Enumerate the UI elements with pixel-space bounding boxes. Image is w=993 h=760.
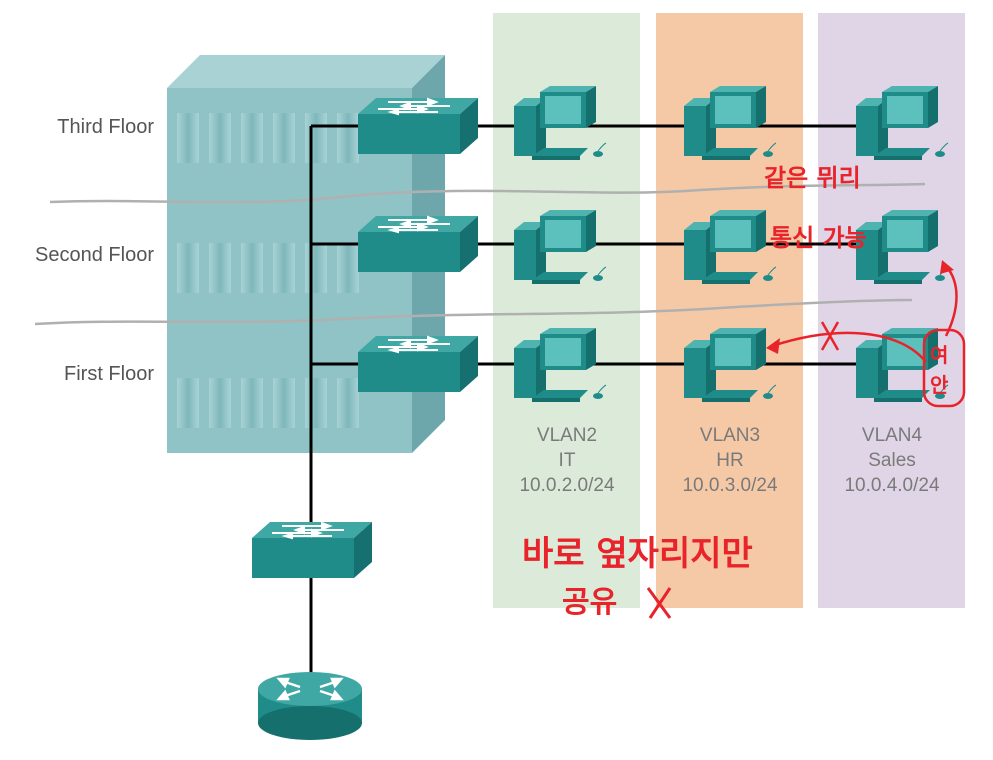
floor-divider-upper [49, 182, 926, 204]
annotation-blocked-side1: 여 [930, 343, 948, 367]
vlan-dept-it: IT [559, 450, 576, 471]
annotation-bottom-line2: 공유 [562, 585, 617, 620]
annotation-arrow-to-hr [771, 331, 927, 363]
floor-label-second: Second Floor [35, 244, 154, 266]
switch-second-floor [357, 215, 479, 273]
annotation-blocked-side2: 안 [930, 373, 949, 397]
switch-distribution [251, 521, 373, 579]
router [258, 672, 362, 740]
annotation-cross-mark [820, 321, 840, 351]
annotation-bottom-line1: 바로 옆자리지만 [522, 534, 753, 574]
vlan-name-hr: VLAN3 [700, 425, 760, 446]
vlan-name-it: VLAN2 [537, 425, 597, 446]
vlan-subnet-it: 10.0.2.0/24 [519, 475, 615, 496]
annotation-same-vlan-line2: 통신 가능 [770, 224, 867, 252]
vlan-dept-sales: Sales [868, 450, 916, 471]
annotation-arrowhead-sales [940, 260, 954, 274]
annotation-bottom-x-mark [646, 587, 672, 619]
vlan-subnet-hr: 10.0.3.0/24 [682, 475, 778, 496]
switch-third-floor [357, 97, 479, 155]
annotation-circle [922, 328, 966, 408]
floor-divider-lower [34, 298, 913, 326]
floor-label-third: Third Floor [57, 116, 154, 138]
annotation-same-vlan-line1: 같은 뮈리 [764, 164, 861, 192]
floor-label-first: First Floor [64, 363, 154, 385]
vlan-subnet-sales: 10.0.4.0/24 [844, 475, 940, 496]
switch-first-floor [357, 335, 479, 393]
vlan-name-sales: VLAN4 [862, 425, 923, 446]
vlan-dept-hr: HR [716, 450, 743, 471]
annotation-arrowhead-hr [766, 338, 780, 354]
